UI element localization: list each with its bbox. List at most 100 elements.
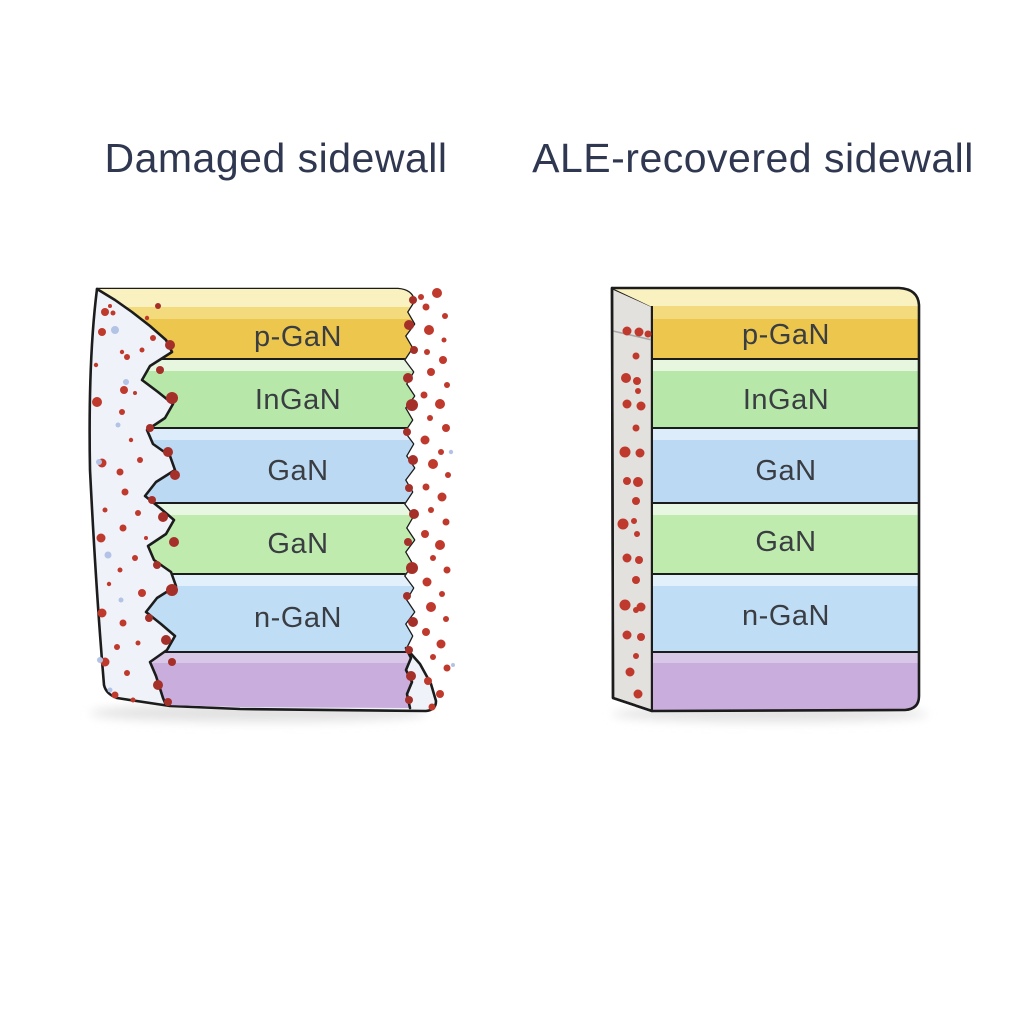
layer-substrate-strip [97, 652, 414, 663]
layer-ingan-strip [97, 359, 414, 371]
defect-dot [139, 347, 145, 353]
defect-dot [111, 326, 119, 334]
defect-dot [418, 294, 424, 300]
defect-dot [622, 553, 632, 563]
defect-dot [153, 561, 161, 569]
defect-dot [404, 320, 414, 330]
defect-dot [408, 617, 418, 627]
defect-dot [130, 697, 136, 703]
recovered-stack: p-GaN InGaN GaN GaN n-GaN [610, 286, 921, 713]
defect-dot [634, 327, 644, 337]
damaged-left-sidewall-line [95, 287, 178, 707]
defect-dot [635, 388, 641, 394]
defect-dot [637, 633, 645, 641]
defect-dot [622, 326, 632, 336]
layer-ingan-strip [652, 359, 919, 371]
damaged-defect-dots-blue [96, 326, 455, 693]
defect-dot [420, 435, 430, 445]
layer-n-gan-strip [652, 574, 919, 586]
recovered-outline [610, 286, 921, 713]
defect-dot [168, 658, 176, 666]
defect-dot [442, 313, 448, 319]
defect-dot [115, 422, 121, 428]
defect-dot [421, 530, 429, 538]
defect-dot [119, 349, 125, 355]
defect-dot [163, 447, 173, 457]
defect-dot [98, 328, 106, 336]
defect-dot [110, 310, 116, 316]
recovered-layer-boundaries [652, 358, 919, 653]
defect-dot [442, 424, 450, 432]
defect-dot [166, 584, 178, 596]
defect-dot [410, 346, 418, 354]
layer-gan2 [652, 515, 919, 574]
defect-dot [150, 335, 156, 341]
defect-dot [427, 415, 433, 421]
defect-dot [102, 507, 108, 513]
defect-dot [439, 591, 445, 597]
defect-dot [104, 551, 112, 559]
damaged-stack: p-GaN InGaN GaN GaN n-GaN [88, 287, 455, 713]
defect-dot [427, 368, 435, 376]
defect-dot [428, 703, 436, 711]
defect-dot [441, 337, 447, 343]
defect-dot [632, 497, 640, 505]
layer-gan1-strip [97, 428, 414, 440]
defect-dot [403, 428, 411, 436]
defect-dot [438, 449, 444, 455]
defect-dot [435, 540, 445, 550]
defect-dot [96, 459, 102, 465]
defect-dot [634, 531, 640, 537]
defect-dot [422, 577, 432, 587]
damaged-label-p-gan: p-GaN [254, 321, 342, 353]
damaged-panel-title: Damaged sidewall [104, 135, 447, 181]
recovered-label-n-gan: n-GaN [742, 600, 830, 632]
layer-gan2-strip [97, 503, 414, 515]
defect-dot [106, 581, 112, 587]
defect-dot [436, 639, 446, 649]
defect-dot [451, 663, 455, 667]
defect-dot [164, 698, 172, 706]
defect-dot [144, 536, 148, 540]
recovered-layer-labels: p-GaN InGaN GaN GaN n-GaN [742, 319, 830, 632]
defect-dot [424, 349, 430, 355]
defect-dot [166, 392, 178, 404]
defect-dot [96, 533, 106, 543]
defect-dot [156, 366, 164, 374]
recovered-top-face [612, 288, 919, 307]
defect-dot [123, 379, 129, 385]
recovered-side-face-layer-line [612, 330, 653, 341]
layer-p-gan-strip [652, 306, 919, 319]
defect-dot [121, 488, 129, 496]
damaged-label-n-gan: n-GaN [254, 602, 342, 634]
recovered-label-p-gan: p-GaN [742, 319, 830, 351]
defect-dot [420, 391, 428, 399]
defect-dot [633, 477, 643, 487]
damaged-defect-dots-right-zone [418, 288, 451, 711]
defect-dot [133, 391, 137, 395]
defect-dot [428, 459, 438, 469]
defect-dot [119, 619, 127, 627]
defect-dot [403, 592, 411, 600]
defect-dot [437, 492, 447, 502]
layer-gan2-strip [652, 503, 919, 515]
defect-dot [146, 424, 154, 432]
defect-dot [435, 399, 445, 409]
defect-dot [632, 352, 640, 360]
defect-dot [108, 304, 112, 308]
defect-dot [107, 687, 113, 693]
defect-dot [132, 555, 138, 561]
damaged-label-gan2: GaN [267, 528, 328, 560]
defect-dot [644, 330, 652, 338]
defect-dot [424, 677, 432, 685]
defect-dot [101, 308, 109, 316]
defect-dot [632, 576, 640, 584]
defect-dot [135, 510, 141, 516]
defect-dot [165, 340, 175, 350]
defect-dot [430, 555, 436, 561]
defect-dot [617, 518, 629, 530]
layer-substrate-strip [652, 652, 919, 663]
defect-dot [444, 382, 450, 388]
defect-dot [116, 468, 124, 476]
